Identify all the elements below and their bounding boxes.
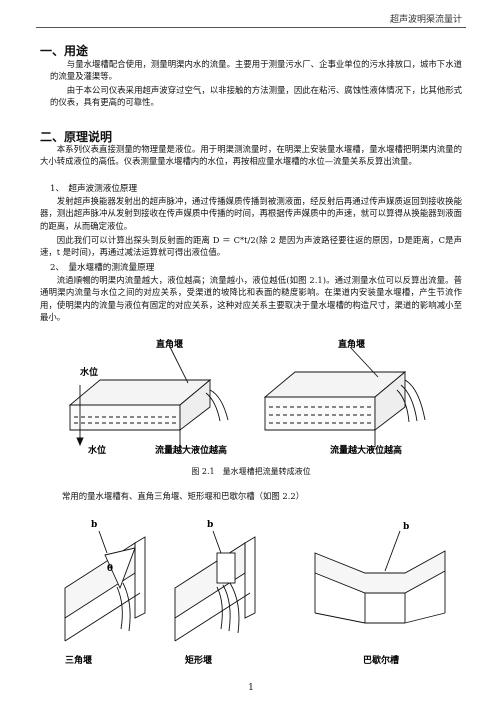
figure-2-1: 直角堰 直角堰 水位 水位 流量越大液位越高 流量越大液位越高 — [68, 338, 426, 456]
fig1-label-level-bottom: 水位 — [88, 444, 106, 456]
fig1-label-flow-right: 流量越大液位越高 — [330, 444, 402, 456]
fig1-label-level-top: 水位 — [80, 366, 98, 378]
purpose-paragraph-1: 与量水堰槽配合使用，测量明渠内水的流量。主要用于测量污水厂、企事业单位的污水排放… — [50, 59, 462, 82]
running-header: 超声波明渠流量计 — [389, 15, 462, 25]
header-rule — [36, 27, 466, 28]
fig2-label-parshall-flume: 巴歇尔槽 — [363, 654, 399, 666]
principle-intro: 本系列仪表直接测量的物理量是液位。用于明渠测流量时，在明渠上安装量水堰槽，量水堰… — [40, 144, 462, 167]
weir-types-line: 常用的量水堰槽有、直角三角堰、矩形堰和巴歇尔槽（如图 2.2） — [62, 491, 305, 501]
fig2-label-b-triangle: b — [91, 520, 97, 530]
section-heading-purpose: 一、用途 — [40, 44, 89, 58]
subheading-weir: 2、 量水堰槽的测流量原理 — [50, 263, 155, 273]
weir-paragraph: 流過順暢的明渠内流量越大，液位越高；流量越小，液位越低(如图 2.1)。通过测量… — [40, 275, 462, 323]
subheading-ultrasonic: 1、 超声波测液位原理 — [50, 184, 138, 194]
fig1-label-weir-left: 直角堰 — [156, 338, 183, 350]
figure-2-2: b θ 三角堰 b 矩形堰 b 巴歇尔槽 — [64, 520, 446, 666]
fig2-label-triangular-weir: 三角堰 — [65, 654, 92, 666]
ultrasonic-paragraph-1: 发射超声换能器发射出的超声脉冲，通过传播媒质传播到被测液面，经反射后再通过传声媒… — [40, 196, 462, 231]
page-number: 1 — [248, 683, 254, 693]
fig2-label-b-parshall: b — [403, 522, 409, 532]
figure-2-1-caption: 图 2.1 量水堰槽把流量转成液位 — [191, 467, 311, 476]
fig2-label-theta: θ — [107, 564, 113, 574]
fig2-label-b-rect: b — [207, 520, 213, 530]
fig2-label-rectangular-weir: 矩形堰 — [184, 654, 212, 666]
section-heading-principle: 二、原理说明 — [40, 130, 113, 144]
ultrasonic-paragraph-2: 因此我们可以计算出探头到反射面的距离 D ＝ C*t/2(除 2 是因为声波路径… — [40, 235, 462, 258]
fig1-label-flow-left: 流量越大液位越高 — [155, 444, 227, 456]
fig1-label-weir-right: 直角堰 — [338, 338, 365, 350]
purpose-paragraph-2: 由于本公司仪表采用超声波穿过空气，以非接触的方法测量，因此在粘污、腐蚀性液体情况… — [50, 85, 462, 108]
